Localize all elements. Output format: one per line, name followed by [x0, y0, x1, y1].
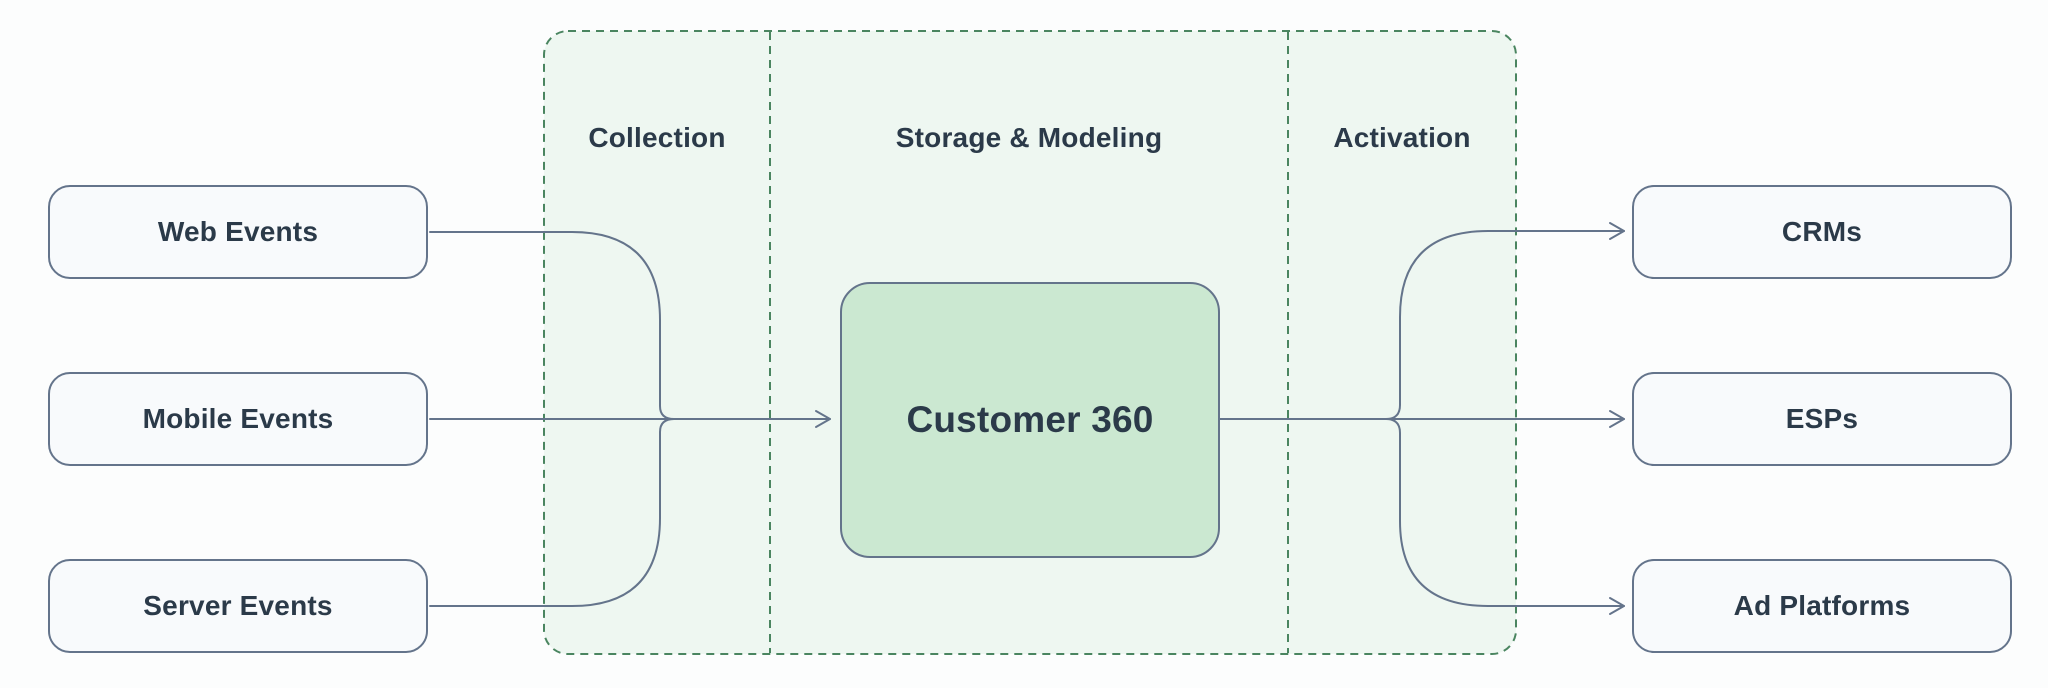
zone-label-collection: Collection: [588, 122, 726, 153]
node-mobile-events: Mobile Events: [48, 372, 428, 466]
node-server-events: Server Events: [48, 559, 428, 653]
arrowhead-into-ad-platforms: [1609, 597, 1625, 615]
node-mobile-events-label: Mobile Events: [142, 403, 334, 434]
node-ad-platforms: Ad Platforms: [1632, 559, 2012, 653]
node-esps-label: ESPs: [1785, 403, 1859, 434]
arrowhead-into-esps: [1609, 410, 1625, 428]
edge-hub-to-crms: [1385, 230, 1625, 420]
node-crms: CRMs: [1632, 185, 2012, 279]
node-web-events-label: Web Events: [157, 216, 319, 247]
node-customer-360: Customer 360: [840, 282, 1220, 558]
zone-label-storage-modeling: Storage & Modeling: [895, 122, 1163, 153]
node-web-events: Web Events: [48, 185, 428, 279]
node-esps: ESPs: [1632, 372, 2012, 466]
node-ad-platforms-label: Ad Platforms: [1733, 590, 1911, 621]
arrowhead-into-hub: [815, 410, 831, 428]
edge-hub-to-ad-platforms: [1385, 418, 1625, 607]
edge-web-events-to-hub: [429, 231, 675, 420]
edge-server-events-to-hub: [429, 418, 675, 607]
zone-label-activation: Activation: [1333, 122, 1471, 153]
arrowhead-into-crms: [1609, 222, 1625, 240]
node-customer-360-label: Customer 360: [906, 399, 1154, 440]
node-crms-label: CRMs: [1781, 216, 1863, 247]
node-server-events-label: Server Events: [143, 590, 333, 621]
